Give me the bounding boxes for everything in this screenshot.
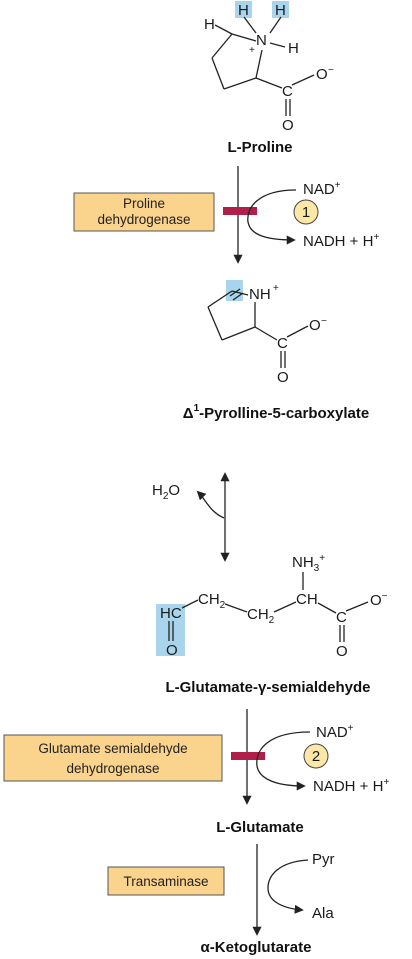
gsa-highlight bbox=[156, 604, 185, 656]
p5c-o-minus: O bbox=[309, 317, 321, 334]
p5c-label: Δ1-Pyrolline-5-carboxylate bbox=[183, 403, 369, 422]
enzyme-box-proline-dehydrogenase bbox=[73, 192, 215, 232]
enzyme-label-line-2: dehydrogenase bbox=[66, 761, 159, 776]
enzyme-label-transaminase: Transaminase bbox=[123, 874, 208, 889]
proline-h-top-1: H bbox=[238, 2, 249, 19]
proline-n: N bbox=[256, 32, 267, 49]
enzyme-box-transaminase bbox=[107, 866, 225, 896]
gsa-ch: CH bbox=[296, 591, 318, 608]
p5c-nh-charge: + bbox=[273, 283, 279, 294]
p5c-highlight bbox=[226, 280, 243, 301]
proline-o-charge: − bbox=[328, 65, 334, 76]
enzyme-label-line-1: Glutamate semialdehyde bbox=[38, 741, 187, 756]
step-circle-1 bbox=[293, 199, 319, 225]
p5c-structure: NH + O − C O bbox=[207, 280, 327, 386]
step-2: Glutamate semialdehyde dehydrogenase 2 N… bbox=[3, 709, 389, 805]
enzyme-label-line-2: dehydrogenase bbox=[97, 212, 190, 227]
p5c-o-charge: − bbox=[321, 316, 327, 327]
step-1: Proline dehydrogenase 1 NAD+ NADH + H+ bbox=[73, 166, 379, 264]
water-arrow bbox=[196, 490, 225, 519]
gsa-ch2-1: CH2 bbox=[198, 591, 226, 611]
gsa-c: C bbox=[336, 609, 347, 626]
proline-structure: H H H N + H O − C O bbox=[204, 1, 334, 134]
cofactor-arrow-3 bbox=[267, 859, 309, 914]
step-number-1: 1 bbox=[302, 204, 310, 221]
gsa-o-minus: O− bbox=[370, 591, 388, 609]
gsa-structure: NH3+ HC O CH2 CH2 CH O− C O bbox=[156, 553, 388, 660]
proline-h-highlight-2 bbox=[272, 1, 289, 18]
water-label: H2O bbox=[152, 482, 180, 502]
proline-h-right: H bbox=[288, 40, 299, 57]
gsa-ch2-2: CH2 bbox=[247, 606, 275, 626]
gsa-hc: HC bbox=[160, 605, 182, 622]
cofactor-arrow-1 bbox=[247, 189, 297, 245]
proline-o: O bbox=[282, 117, 294, 134]
cofactor-in-1: NAD+ bbox=[303, 180, 341, 198]
cofactor-in-3: Pyr bbox=[312, 851, 335, 868]
proline-label: L-Proline bbox=[227, 139, 292, 156]
gsa-o: O bbox=[336, 643, 348, 660]
cofactor-arrow-2 bbox=[256, 731, 311, 791]
p5c-o: O bbox=[277, 369, 289, 386]
gsa-nh3: NH3+ bbox=[292, 553, 325, 574]
enzyme-box-gsa-dehydrogenase bbox=[3, 734, 223, 782]
proline-c: C bbox=[282, 83, 293, 100]
inhibitor-bar-2 bbox=[231, 752, 265, 760]
proline-h-highlight-1 bbox=[235, 1, 252, 18]
cofactor-in-2: NAD+ bbox=[316, 723, 354, 741]
step-hydration: H2O bbox=[152, 472, 230, 562]
step-number-2: 2 bbox=[312, 748, 320, 765]
p5c-nh: NH bbox=[249, 286, 271, 303]
gsa-o-aldehyde: O bbox=[166, 642, 178, 659]
glutamate-label: L-Glutamate bbox=[216, 819, 304, 836]
step-transaminase: Transaminase Pyr Ala bbox=[107, 844, 335, 936]
enzyme-label-line-1: Proline bbox=[123, 196, 165, 211]
cofactor-out-3: Ala bbox=[312, 905, 334, 922]
proline-h-top-2: H bbox=[275, 2, 286, 19]
step-circle-2 bbox=[303, 743, 329, 769]
p5c-c: C bbox=[277, 335, 288, 352]
cofactor-out-2: NADH + H+ bbox=[313, 777, 389, 795]
proline-n-charge: + bbox=[249, 45, 255, 56]
proline-h-left: H bbox=[204, 16, 215, 33]
cofactor-out-1: NADH + H+ bbox=[303, 232, 379, 250]
akg-label: α-Ketoglutarate bbox=[201, 939, 312, 956]
inhibitor-bar-1 bbox=[223, 207, 257, 215]
proline-o-minus: O bbox=[316, 66, 328, 83]
gsa-label: L-Glutamate-γ-semialdehyde bbox=[165, 679, 370, 696]
